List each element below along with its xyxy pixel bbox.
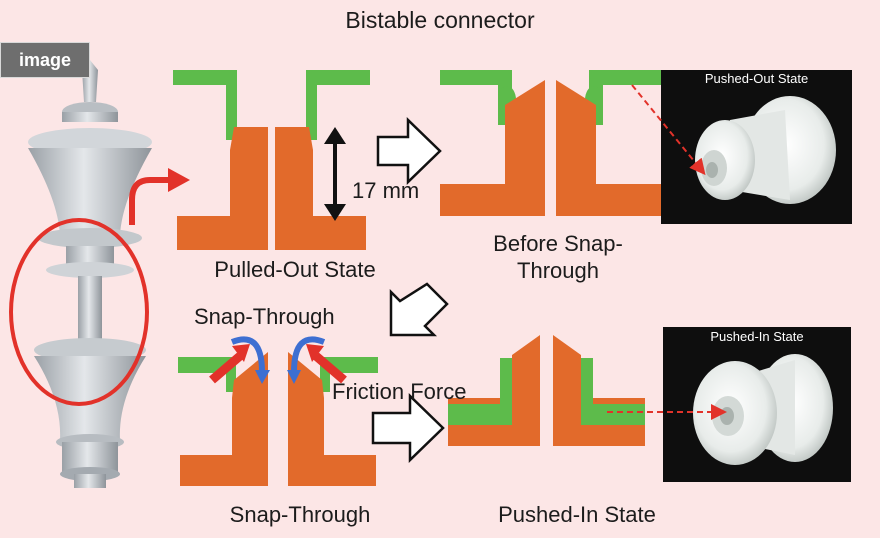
snap-through-bottom-label: Snap-Through (229, 502, 371, 527)
process-arrow-down-left (389, 282, 449, 337)
friction-force-label: Friction Force (332, 379, 467, 404)
before-snap-through-diagram (440, 70, 661, 216)
before-snap-label-line2: Through (517, 258, 599, 283)
pulled-out-label: Pulled-Out State (214, 257, 376, 282)
pushed-in-photo-caption: Pushed-In State (710, 329, 804, 344)
process-arrow-right (376, 117, 442, 185)
pushed-in-state-diagram (448, 335, 645, 446)
photo-pushed-out (661, 70, 852, 224)
connector-3d-model (28, 60, 152, 488)
pulled-out-state-diagram (173, 70, 370, 250)
dimension-label: 17 mm (352, 178, 420, 203)
pushed-out-photo-caption: Pushed-Out State (704, 71, 809, 86)
dashed-arrow-top (631, 84, 706, 176)
pointer-arrow (129, 177, 168, 225)
pushed-in-label: Pushed-In State (498, 502, 656, 527)
photo-pushed-in (663, 327, 851, 482)
dimension-arrow (324, 127, 346, 221)
snap-through-diagram (178, 336, 378, 486)
image-badge: image (0, 42, 90, 78)
before-snap-label-line1: Before Snap- (493, 231, 623, 256)
figure-title: Bistable connector (345, 7, 535, 33)
highlight-ellipse (9, 218, 149, 406)
pointer-arrow-head (168, 168, 190, 192)
snap-through-top-label: Snap-Through (194, 304, 335, 329)
process-arrow-right-lower (371, 393, 445, 463)
